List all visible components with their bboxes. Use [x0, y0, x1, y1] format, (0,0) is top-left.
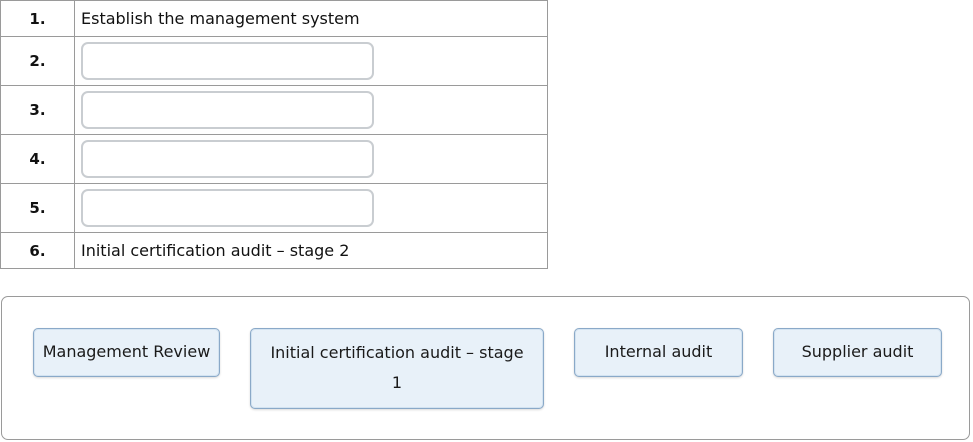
options-panel: Management Review Initial certification …	[1, 296, 970, 440]
step-number: 4.	[0, 134, 75, 184]
sequence-row: 2.	[0, 36, 548, 86]
step-number: 1.	[0, 0, 75, 37]
drop-slot-step-5[interactable]	[81, 189, 374, 227]
step-number: 6.	[0, 232, 75, 269]
sequence-row: 4.	[0, 134, 548, 184]
drop-slot-step-4[interactable]	[81, 140, 374, 178]
option-initial-certification-audit-stage-1[interactable]: Initial certification audit – stage 1	[250, 328, 544, 409]
step-text: Initial certification audit – stage 2	[74, 232, 548, 269]
drop-slot-step-3[interactable]	[81, 91, 374, 129]
option-internal-audit[interactable]: Internal audit	[574, 328, 743, 377]
step-text: Establish the management system	[74, 0, 548, 37]
step-number: 5.	[0, 183, 75, 233]
option-management-review[interactable]: Management Review	[33, 328, 220, 377]
step-number: 2.	[0, 36, 75, 86]
sequence-row: 1. Establish the management system	[0, 0, 548, 37]
sequence-row: 5.	[0, 183, 548, 233]
sequence-row: 3.	[0, 85, 548, 135]
option-supplier-audit[interactable]: Supplier audit	[773, 328, 942, 377]
sequence-row: 6. Initial certification audit – stage 2	[0, 232, 548, 269]
sequence-table: 1. Establish the management system 2. 3.…	[0, 0, 548, 269]
step-number: 3.	[0, 85, 75, 135]
drop-slot-step-2[interactable]	[81, 42, 374, 80]
